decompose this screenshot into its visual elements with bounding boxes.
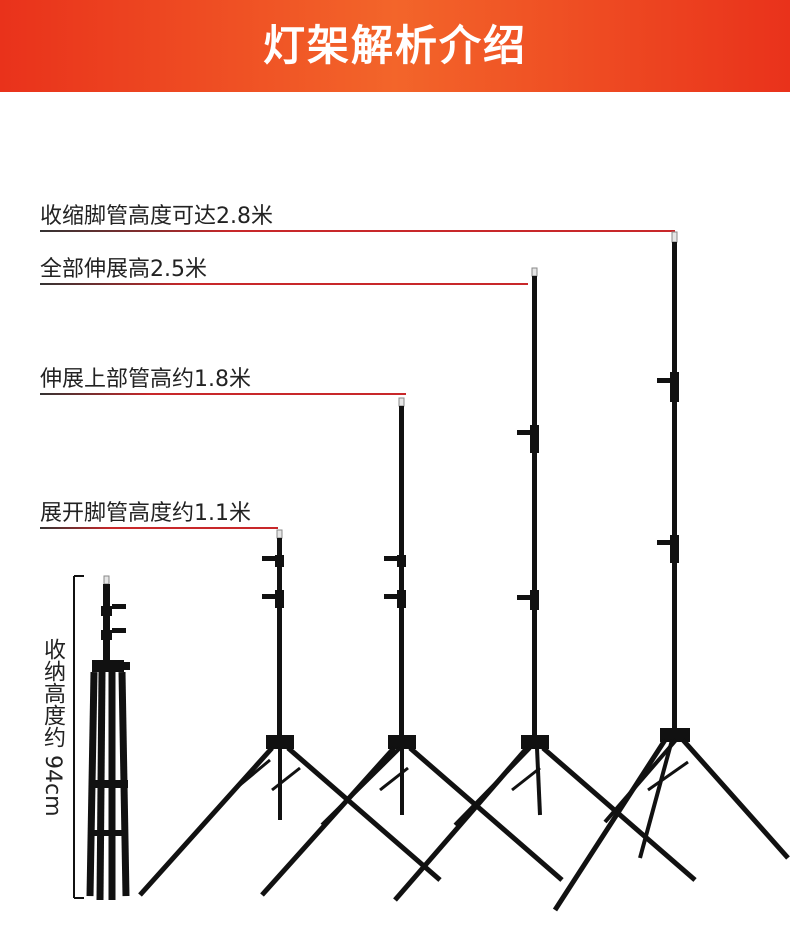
stand-2-5m <box>393 267 697 902</box>
page-title: 灯架解析介绍 <box>262 21 527 70</box>
label-full-height: 全部伸展高2.5米 <box>40 257 207 282</box>
label-max-leg-height: 收缩脚管高度可达2.8米 <box>40 204 273 229</box>
stand-2-8m <box>552 231 790 912</box>
stand-1-8m <box>260 397 564 897</box>
measure-line-1-8m <box>40 393 406 395</box>
measure-line-1-1m <box>40 527 278 529</box>
header-banner <box>0 0 790 92</box>
measure-line-2-5m <box>40 283 528 285</box>
measure-line-2-8m <box>40 230 675 232</box>
label-leg-spread-height: 展开脚管高度约1.1米 <box>40 501 251 526</box>
label-folded-height: 收纳高度约 94cm <box>40 638 65 817</box>
folded-height-bracket <box>73 575 84 899</box>
label-upper-tube-height: 伸展上部管高约1.8米 <box>40 367 251 392</box>
stand-1-1m <box>138 529 442 897</box>
folded-stand <box>86 575 130 901</box>
